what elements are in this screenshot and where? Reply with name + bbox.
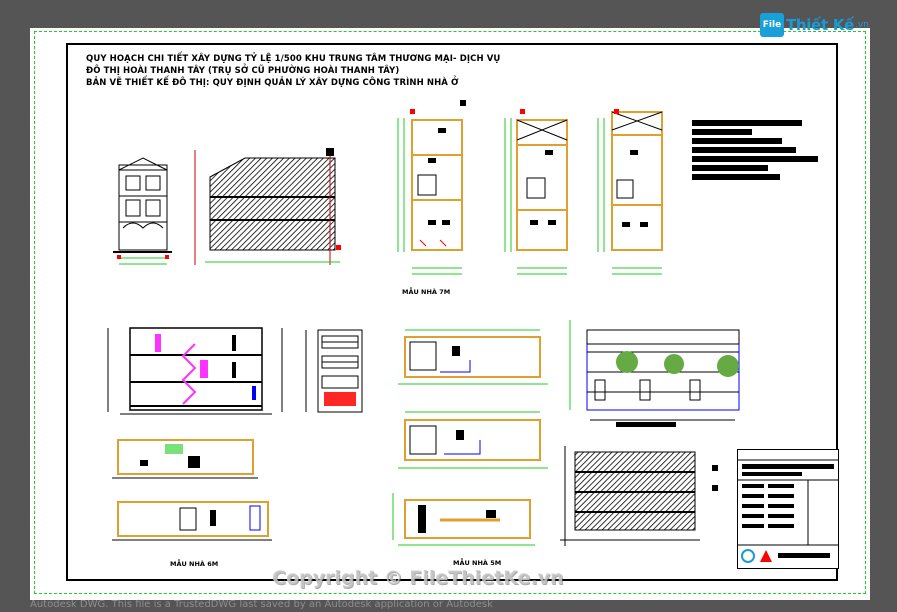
house-5m-plan-2 <box>398 411 548 469</box>
legend-row <box>692 120 802 126</box>
legend-row <box>692 165 768 171</box>
drawing-frame <box>66 43 838 581</box>
legend-block <box>692 120 818 183</box>
house-6m-plan-2 <box>112 501 272 541</box>
house-5m-plan-1 <box>398 329 548 385</box>
title-block <box>737 449 839 569</box>
label-house-5m: MẪU NHÀ 5M <box>453 559 502 567</box>
drawing-title-line-3: BẢN VẼ THIẾT KẾ ĐÔ THỊ: QUY ĐỊNH QUẢN LÝ… <box>86 78 459 88</box>
house-7m-plan-1 <box>397 100 466 275</box>
legend-row <box>692 156 818 162</box>
dwg-status-text: Autodesk DWG. This file is a TrustedDWG … <box>30 599 493 610</box>
legend-row <box>692 138 782 144</box>
copyright-watermark: Copyright © FileThietKe.vn <box>272 567 564 589</box>
filethietke-logo[interactable]: File Thiết Kế .vn <box>760 12 869 38</box>
front-elevation-drawing <box>113 157 172 265</box>
legend-row <box>692 174 780 180</box>
house-5m-plan-3 <box>392 493 535 546</box>
logo-mark-icon: File <box>760 13 784 37</box>
label-house-6m: MẪU NHÀ 6M <box>170 560 219 568</box>
house-7m-plan-3 <box>597 109 663 275</box>
drawing-title-line-2: ĐÔ THỊ HOÀI THANH TÂY (TRỤ SỞ CŨ PHƯỜNG … <box>86 66 400 76</box>
sheet-dashed-border <box>34 31 866 594</box>
side-elevation-drawing <box>194 148 341 265</box>
label-house-7m: MẪU NHÀ 7M <box>402 288 451 296</box>
small-front-elevation <box>305 329 363 413</box>
house-6m-plan-1 <box>112 439 258 479</box>
legend-row <box>692 147 796 153</box>
house-7m-plan-2 <box>504 109 568 275</box>
legend-row <box>692 129 752 135</box>
drawing-title-line-1: QUY HOẠCH CHI TIẾT XÂY DỰNG TỶ LỆ 1/500 … <box>86 54 501 64</box>
logo-tld: .vn <box>855 20 869 30</box>
house-6m-section <box>107 327 283 415</box>
street-elevation-drawing <box>569 320 740 427</box>
logo-name: Thiết Kế <box>786 16 855 34</box>
title-block-graphics <box>738 459 838 563</box>
row-elevation-hatched <box>560 446 718 546</box>
